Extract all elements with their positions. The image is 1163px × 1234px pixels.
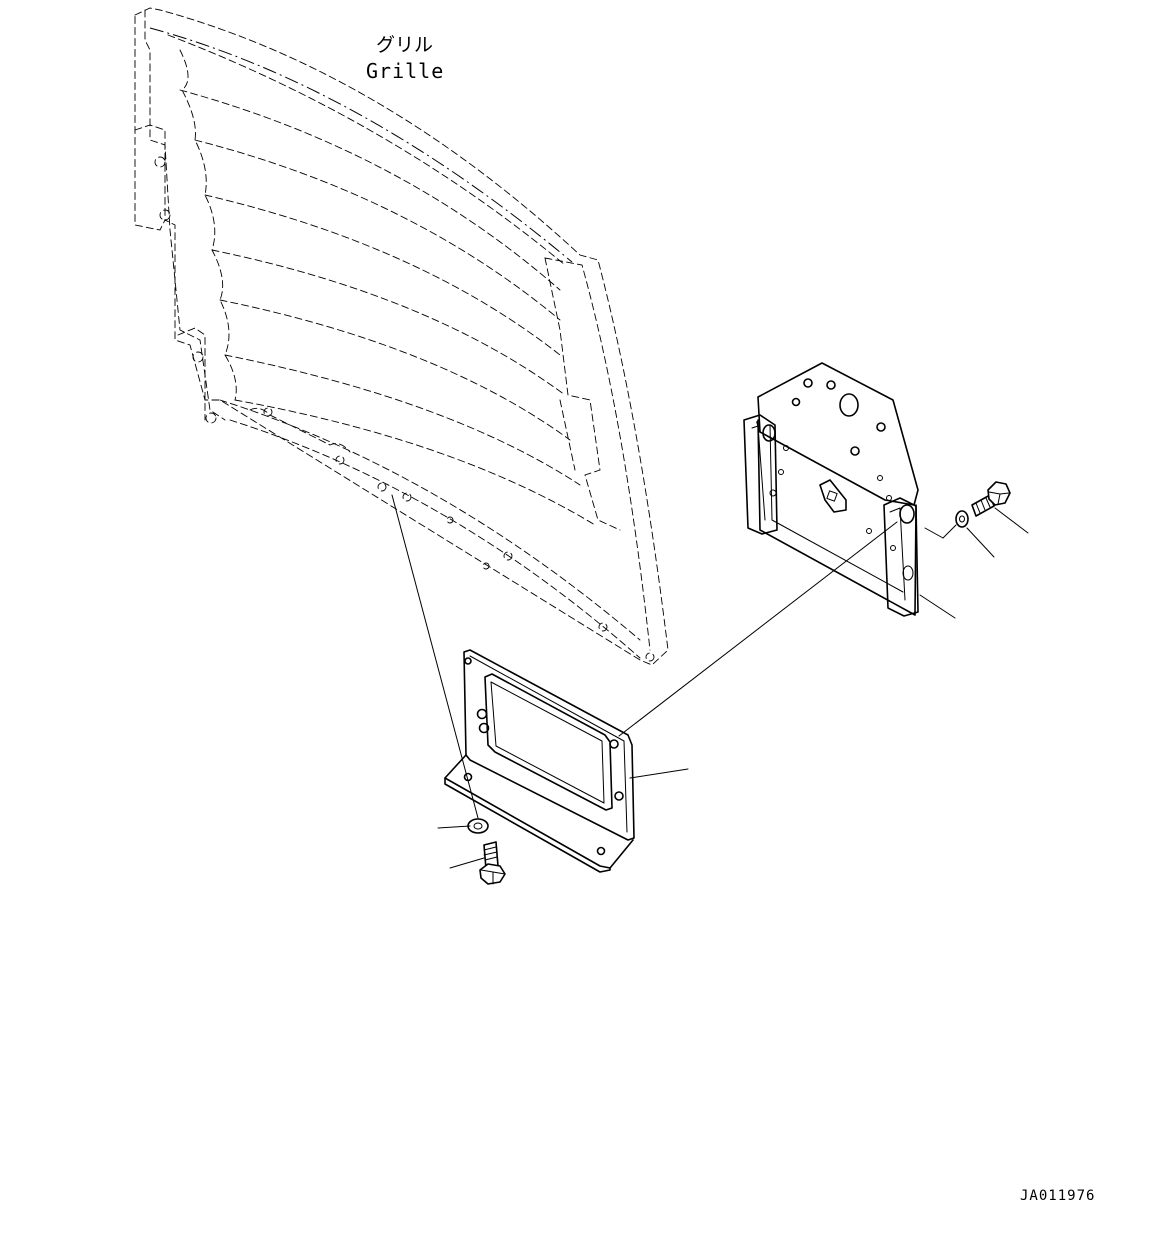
window-bracket [444,649,635,873]
grille-label-en: Grille [366,59,444,83]
mounting-plate [743,362,919,617]
leader-lines [437,507,1029,869]
grille-outline [134,7,669,666]
lower-bolt [479,841,506,885]
drawing-id: JA011976 [1020,1188,1095,1204]
connection-lines [391,494,957,819]
lower-washer [467,818,489,834]
grille-label-jp: グリル [376,34,433,56]
upper-bolt [971,481,1011,517]
upper-washer [955,510,969,528]
